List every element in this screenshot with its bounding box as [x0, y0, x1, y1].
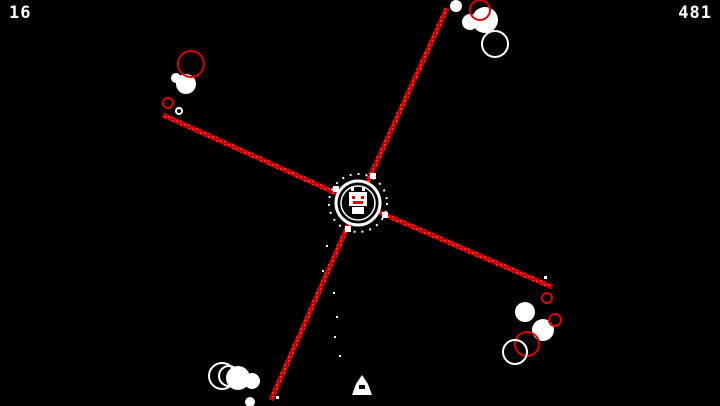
laser-left: [161, 112, 360, 206]
laser-bottom: [268, 201, 361, 402]
laser-right: [357, 200, 553, 290]
robot-boss-icon: [328, 173, 388, 233]
score-counter: 481: [678, 3, 712, 23]
level-counter: 16: [9, 3, 32, 23]
bullets: [276, 245, 547, 399]
laser-beams: [161, 6, 553, 402]
player-ship-icon[interactable]: [352, 375, 372, 395]
enemy-rings: [162, 0, 562, 390]
laser-top: [355, 6, 450, 205]
